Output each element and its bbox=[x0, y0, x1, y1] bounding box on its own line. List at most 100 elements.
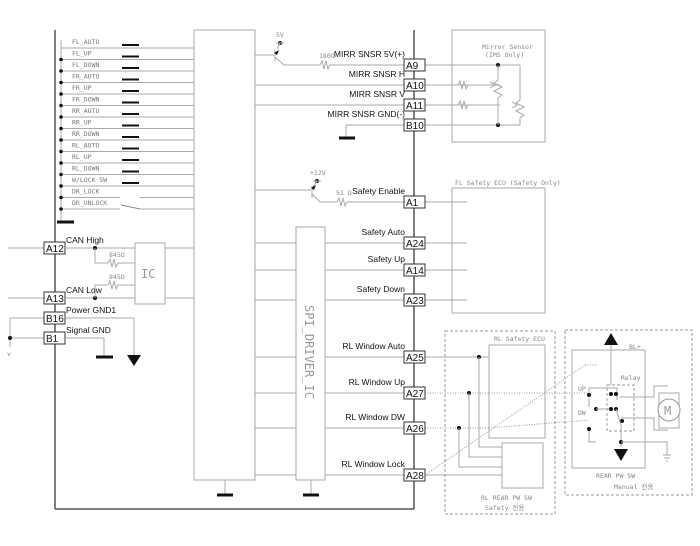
can-transceiver-ic bbox=[134, 242, 166, 305]
switch-row: DR_UNLOCK bbox=[59, 199, 194, 211]
switch-row: RR_UP bbox=[59, 119, 194, 131]
pin-id: A12 bbox=[46, 244, 64, 255]
signal-label: Safety Auto bbox=[362, 227, 406, 237]
connector-pin: A11 bbox=[403, 98, 426, 112]
can-high-label: CAN High bbox=[66, 235, 104, 245]
pin-id: A25 bbox=[406, 353, 424, 364]
rl-window-section: RL Safety ECU RL REAR PW SW Safety 전용 bbox=[255, 330, 596, 515]
resistor-value-label: 845Ω bbox=[109, 251, 125, 259]
rl-rear-pw-sw-subtitle: Safety 전용 bbox=[485, 503, 524, 512]
switch-input-label: RR_DOWN bbox=[72, 130, 99, 138]
switch-input-label: FL_DOWN bbox=[72, 61, 99, 69]
relay-label: Relay bbox=[621, 374, 641, 382]
switch-input-label: DR_LOCK bbox=[72, 188, 99, 196]
connector-pin: A24 bbox=[403, 236, 426, 250]
pin-id: A14 bbox=[406, 266, 424, 277]
up-label: UP bbox=[578, 385, 586, 393]
switch-row: FR_DOWN bbox=[59, 96, 194, 108]
connector-pin: A1 bbox=[403, 195, 426, 209]
chassis-ground-icon bbox=[614, 449, 628, 461]
switch-row: DR_LOCK bbox=[59, 188, 194, 200]
pin-id: A24 bbox=[406, 239, 424, 250]
can-section: 845Ω 845Ω IC CAN High CAN Low bbox=[8, 235, 194, 305]
mirror-sensor-title: Mirror Sensor bbox=[482, 43, 533, 51]
mirror-sensor-subtitle: (IMS Only) bbox=[485, 51, 524, 59]
supply-5v-label: 5V bbox=[276, 31, 284, 39]
switch-input-label: RL_UP bbox=[72, 153, 92, 161]
resistor-value-label: 51 Ω bbox=[336, 189, 352, 197]
switch-input-label: FL_AUTO bbox=[72, 38, 99, 46]
rear-pw-sw-subtitle: Manual 전용 bbox=[614, 482, 653, 491]
rl-safety-dashed-box bbox=[444, 330, 556, 515]
rl-rear-pw-sw-box bbox=[501, 442, 544, 489]
can-low-label: CAN Low bbox=[66, 285, 103, 295]
switch-row: RL_UP bbox=[59, 153, 194, 165]
rl-safety-ecu-box bbox=[488, 344, 546, 439]
safety-section: +12V 51 Ω FL Safety ECU (Safety Only) bbox=[255, 169, 561, 314]
switch-row: RR_AUTO bbox=[59, 107, 194, 119]
motor-icon bbox=[657, 398, 681, 422]
ic-label: IC bbox=[141, 267, 155, 281]
fl-safety-ecu-box bbox=[451, 187, 546, 314]
chassis-ground-icon bbox=[127, 355, 141, 366]
power-gnd-label: Power GND1 bbox=[66, 305, 116, 315]
motor-label: M bbox=[664, 404, 671, 418]
signal-label: Safety Down bbox=[357, 284, 405, 294]
connector-pin: A14 bbox=[403, 263, 426, 277]
signal-label: RL Window Auto bbox=[342, 341, 405, 351]
rear-pw-sw-title: REAR PW SW bbox=[596, 472, 635, 480]
fl-safety-ecu-title: FL Safety ECU (Safety Only) bbox=[455, 179, 561, 187]
mirror-sensor-section: 5V 180Ω Mirror Sensor (IMS Only) bbox=[255, 29, 546, 143]
pin-id: A28 bbox=[406, 471, 424, 482]
battery-supply-arrow-icon bbox=[604, 333, 618, 345]
switch-contact-icon bbox=[120, 204, 141, 210]
switch-row: RL_AUTO bbox=[59, 142, 194, 154]
switch-row: FL_UP bbox=[59, 50, 194, 62]
switch-input-label: FL_UP bbox=[72, 50, 92, 58]
switch-row: FR_AUTO bbox=[59, 73, 194, 85]
pin-id: A27 bbox=[406, 389, 424, 400]
pin-id: B10 bbox=[406, 121, 424, 132]
connector-pin: A12 bbox=[43, 241, 66, 255]
supply-12v-label: +12V bbox=[310, 169, 326, 177]
pin-id: B1 bbox=[46, 334, 59, 345]
pin-id: A10 bbox=[406, 81, 424, 92]
rl-rear-pw-sw-title: RL REAR PW SW bbox=[481, 494, 532, 502]
switch-input-label: FR_DOWN bbox=[72, 96, 99, 104]
switch-input-label: FR_AUTO bbox=[72, 73, 99, 81]
signal-label: RL Window Lock bbox=[342, 459, 406, 469]
pin-id: A1 bbox=[406, 198, 419, 209]
rear-pw-sw-dashed-box bbox=[564, 329, 693, 496]
switch-input-label: RR_UP bbox=[72, 119, 92, 127]
switch-input-label: RR_AUTO bbox=[72, 107, 99, 115]
switch-row: FR_UP bbox=[59, 84, 194, 96]
switch-row: W/LOCK SW bbox=[59, 176, 194, 188]
dw-label: DW bbox=[578, 409, 586, 417]
pin-id: A13 bbox=[46, 294, 64, 305]
connector-pin: A10 bbox=[403, 78, 426, 92]
mcu-box bbox=[193, 29, 256, 481]
svg-text:v: v bbox=[7, 350, 11, 358]
switch-row: FL_AUTO bbox=[61, 38, 194, 49]
signal-gnd-label: Signal GND bbox=[66, 325, 111, 335]
connector-pin: A25 bbox=[403, 350, 426, 364]
ground-section: v Power GND1 Signal GND bbox=[7, 305, 141, 366]
rear-pw-sw-box bbox=[571, 349, 646, 469]
connector-pin: A9 bbox=[403, 58, 426, 72]
pin-id: B16 bbox=[46, 314, 64, 325]
switch-row: FL_DOWN bbox=[59, 61, 194, 73]
signal-label: MIRR SNSR GND(-) bbox=[328, 109, 406, 119]
pin-id: A9 bbox=[406, 61, 419, 72]
signal-label: MIRR SNSR H bbox=[349, 69, 405, 79]
bl-plus-label: BL+ bbox=[629, 343, 641, 351]
pin-id: A23 bbox=[406, 296, 424, 307]
switch-input-label: W/LOCK SW bbox=[72, 176, 107, 184]
connector-pin: A26 bbox=[403, 421, 426, 435]
mirror-sensor-box bbox=[451, 29, 546, 143]
connector-pin: B10 bbox=[403, 118, 426, 132]
resistor-value-label: 845Ω bbox=[109, 273, 125, 281]
signal-label: RL Window DW bbox=[345, 412, 405, 422]
signal-label: Safety Up bbox=[368, 254, 406, 264]
pin-id: A26 bbox=[406, 424, 424, 435]
